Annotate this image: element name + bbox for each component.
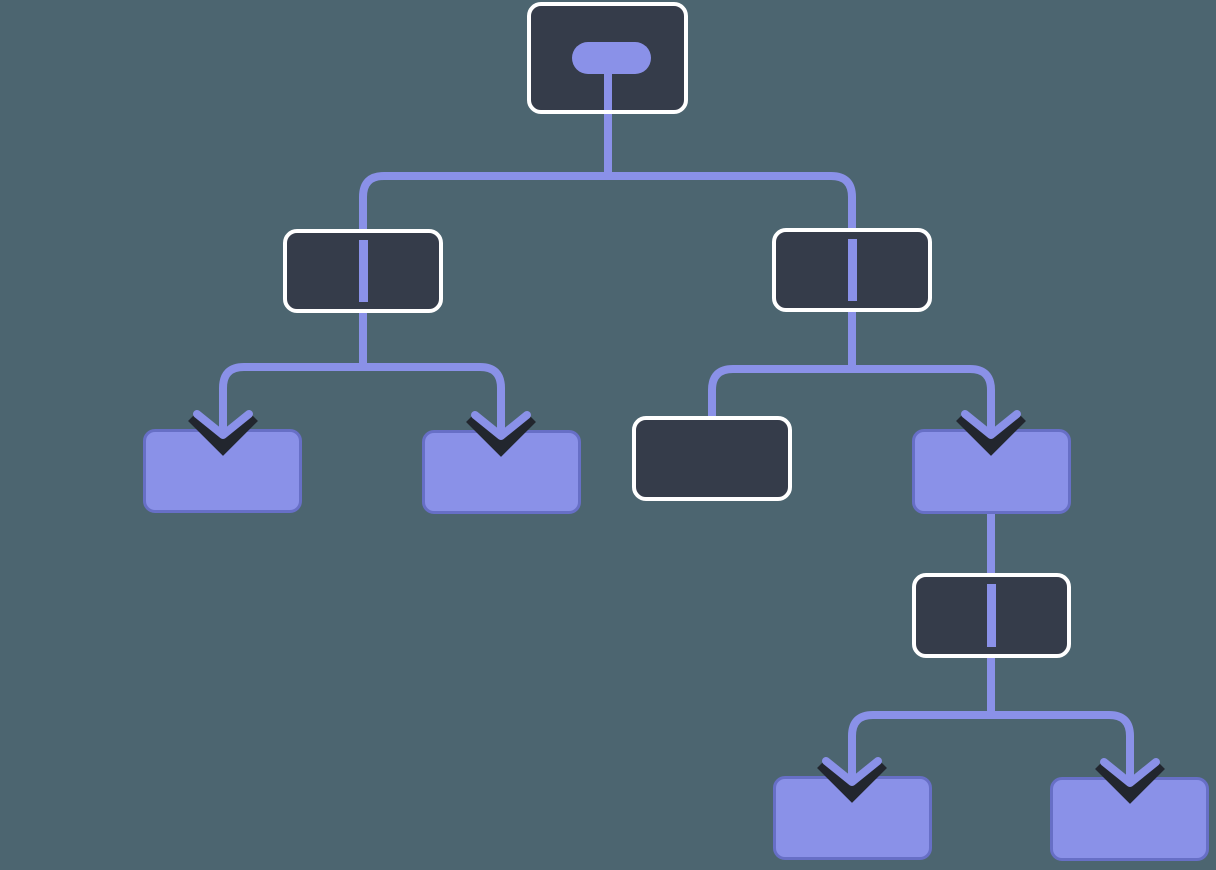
root-pill-stem-icon — [603, 70, 612, 110]
node-leaf-left-a[interactable] — [143, 429, 302, 513]
connector-bottom-bar — [848, 711, 1134, 780]
node-leaf-bottom-b[interactable] — [1050, 777, 1209, 861]
root-pill-icon — [572, 42, 651, 74]
node-leaf-left-b[interactable] — [422, 430, 581, 514]
vertical-line-icon — [358, 240, 368, 302]
node-leaf-dark[interactable] — [632, 416, 792, 501]
vertical-line-icon — [847, 239, 857, 301]
node-branch-bottom[interactable] — [912, 573, 1071, 658]
node-leaf-right[interactable] — [912, 429, 1071, 514]
node-branch-left[interactable] — [283, 229, 443, 313]
connector-left-bar — [219, 363, 505, 433]
node-leaf-bottom-a[interactable] — [773, 776, 932, 860]
vertical-line-icon — [987, 584, 996, 647]
node-root[interactable] — [527, 2, 688, 114]
node-branch-right[interactable] — [772, 228, 932, 312]
connector-top-bar — [359, 172, 856, 232]
